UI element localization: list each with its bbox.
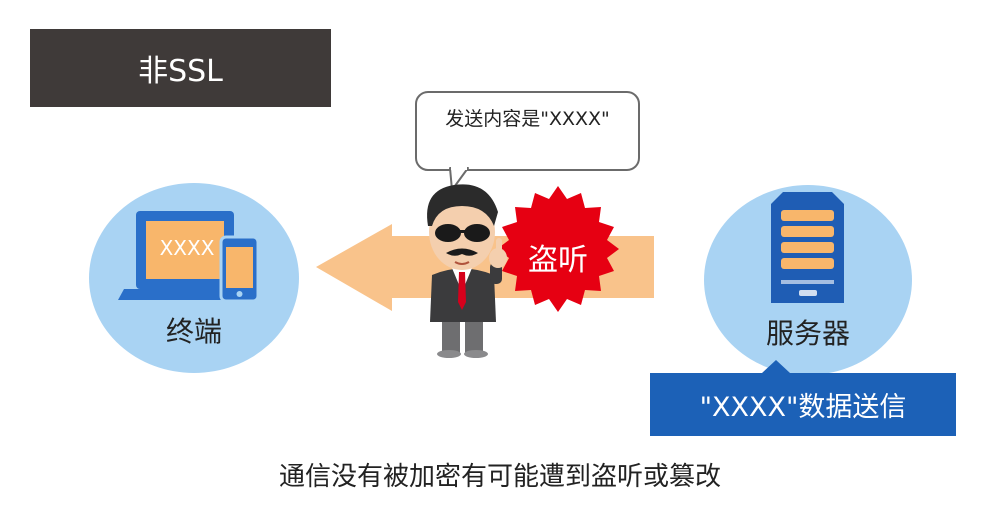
terminal-label: 终端 (89, 310, 299, 350)
caption: 通信没有被加密有可能遭到盗听或篡改 (0, 456, 1000, 493)
data-send-box: "XXXX"数据送信 (650, 373, 956, 436)
send-box-pointer (762, 360, 790, 373)
laptop-screen-text: XXXX (147, 236, 227, 260)
server-icon (771, 192, 844, 303)
eavesdrop-label: 盗听 (500, 235, 616, 279)
server-label: 服务器 (704, 312, 912, 352)
speech-bubble-text: 发送内容是"XXXX" (416, 104, 639, 131)
page-title: 非SSL (30, 29, 331, 107)
